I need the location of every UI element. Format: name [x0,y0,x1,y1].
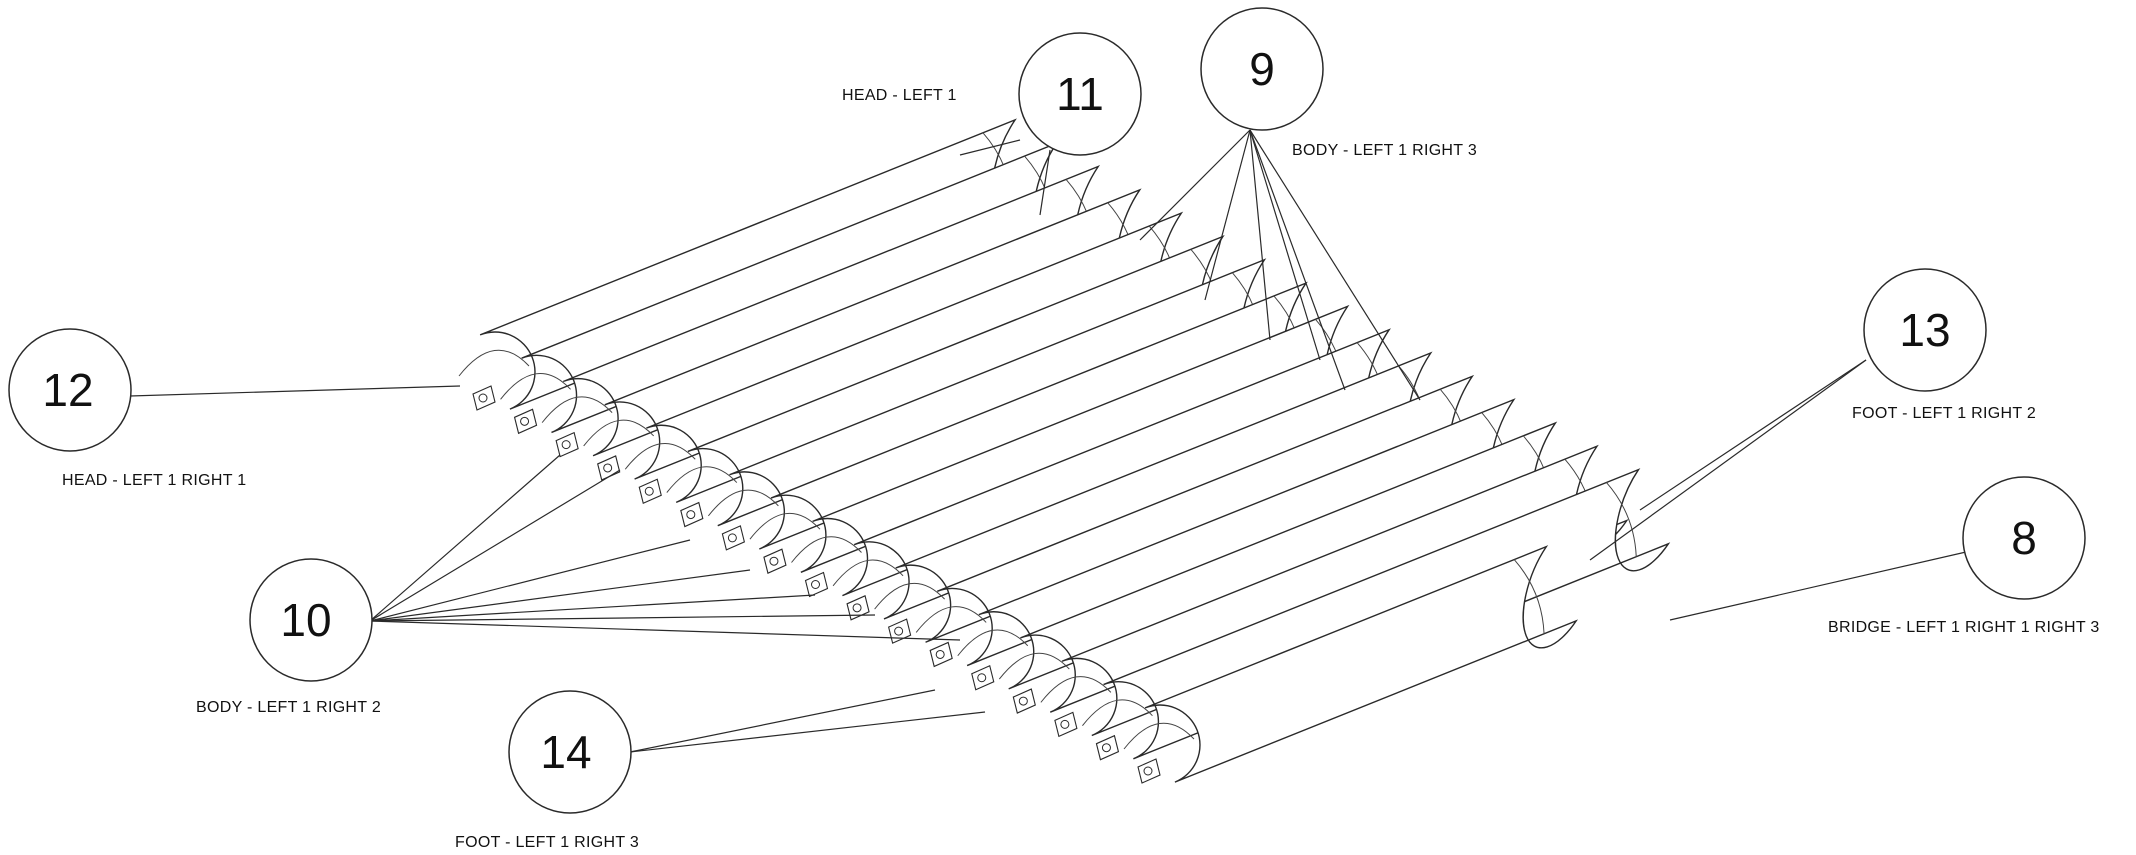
tube-dome [1123,722,1195,750]
tube-dome [791,536,862,563]
tube-dome [458,349,530,377]
tube-dome [957,629,1029,657]
mount-hole [561,440,571,450]
tube-dome [874,582,945,610]
tube-dome [666,466,738,493]
mount-hole [686,510,696,520]
callout-12: 12 HEAD - LEFT 1 RIGHT 1 [8,328,246,489]
callout-bubble [1962,476,2086,600]
mount-hole [977,673,987,683]
callout-label: FOOT - LEFT 1 RIGHT 2 [1852,405,2036,422]
mount-hole [1018,696,1028,706]
tube-dome [624,443,696,470]
leader-line [629,689,936,753]
callout-9: 9 BODY - LEFT 1 RIGHT 3 [1200,7,1477,159]
tube-dome [915,606,987,633]
leader-line [1669,551,1967,621]
leader-line [1249,129,1321,361]
leader-line [1249,129,1421,401]
leader-line [1039,149,1051,216]
tube [1123,545,1579,784]
mount-hole [769,556,779,566]
leader-line [369,620,961,641]
callout-number: 14 [540,726,591,778]
mount-hole [894,626,904,636]
mount-hole [852,603,862,613]
mount-hole [935,649,945,659]
callout-label: FOOT - LEFT 1 RIGHT 3 [455,834,639,851]
leader-line [369,454,561,622]
tube-dome [749,513,821,540]
leader-line [129,385,461,397]
callout-label: BODY - LEFT 1 RIGHT 2 [196,699,381,716]
callout-number: 9 [1249,43,1275,95]
callout-bubble [1863,268,1987,392]
callout-number: 12 [42,364,93,416]
mount-hole [811,580,820,589]
tube-dome [500,373,571,400]
callout-number: 13 [1899,304,1950,356]
callout-bubble [508,690,632,814]
leader-line [1249,129,1271,341]
tube-body [1144,545,1579,783]
leader-line [1204,129,1251,301]
callout-number: 10 [280,594,331,646]
tube-dome [832,559,904,587]
tube-dome [1082,699,1153,726]
tube-seam [1513,559,1545,634]
leader-line [369,569,751,622]
leader-line [1249,129,1346,391]
callout-label: HEAD - LEFT 1 RIGHT 1 [62,472,246,489]
tube-dome [1040,676,1112,703]
leader-line [369,469,621,622]
callout-8: 8 BRIDGE - LEFT 1 RIGHT 1 RIGHT 3 [1828,476,2100,636]
callout-bubble [249,558,373,682]
tube-dome [541,396,613,423]
callout-14: 14 FOOT - LEFT 1 RIGHT 3 [455,690,639,851]
callout-bubble [8,328,132,452]
leader-line [1639,359,1867,511]
mount-hole [1101,743,1111,753]
callout-label: HEAD - LEFT 1 [842,87,957,104]
callout-number: 8 [2011,512,2037,564]
callout-number: 11 [1056,68,1104,120]
mount-hole [644,486,654,496]
mount-hole [727,533,737,543]
callout-11: 11 HEAD - LEFT 1 [842,32,1142,156]
callout-bubble [1018,32,1142,156]
mount-hole [1060,719,1070,729]
mount-hole [603,463,613,473]
callout-label: BODY - LEFT 1 RIGHT 3 [1292,142,1477,159]
tube-dome [998,652,1070,680]
tube-seam [1606,482,1637,557]
tube-dome [583,419,655,447]
leader-line [369,614,876,622]
callout-13: 13 FOOT - LEFT 1 RIGHT 2 [1852,268,2036,422]
leader-line [1139,129,1251,241]
leader-line [959,139,1021,156]
leader-line [1589,359,1867,561]
leader-lines [129,129,1967,753]
leader-line [369,594,816,622]
mount-hole [520,416,530,426]
mount-hole [1143,766,1153,776]
tube-dome [707,489,779,517]
tube-assembly [458,118,1671,784]
mount-hole [478,393,488,403]
callout-10: 10 BODY - LEFT 1 RIGHT 2 [196,558,381,716]
callout-label: BRIDGE - LEFT 1 RIGHT 1 RIGHT 3 [1828,619,2100,636]
leader-line [629,711,986,753]
leader-line [369,539,691,622]
callout-bubble [1200,7,1324,131]
